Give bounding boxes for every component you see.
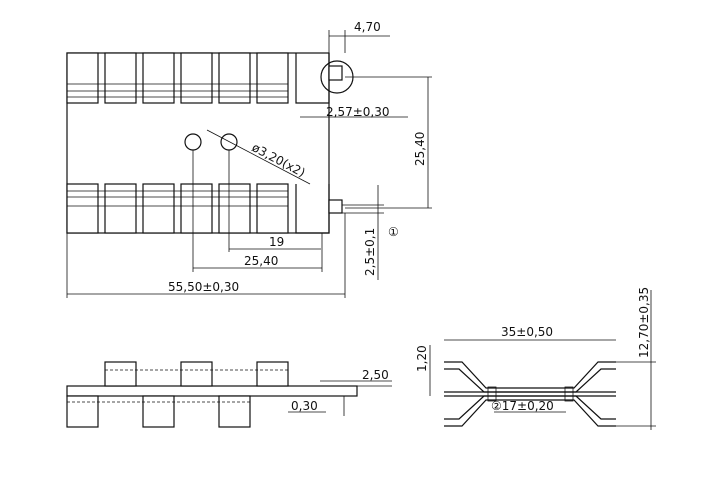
mounting-hole	[184, 133, 202, 151]
dim-fin-height: 2,50	[362, 368, 389, 382]
dim-inner-width: ②17±0,20	[491, 399, 554, 413]
upper-fins	[66, 52, 289, 104]
dim-fin-offset: 2,57±0,30	[326, 105, 390, 119]
dim-pitch-19: 19	[269, 235, 284, 249]
dim-side-height: 12,70±0,35	[637, 287, 651, 358]
dim-bend-height: 1,20	[415, 345, 429, 372]
dim-side-width: 35±0,50	[501, 325, 553, 339]
mounting-hole	[220, 133, 238, 151]
dim-total-length: 55,50±0,30	[168, 280, 239, 294]
dim-height: 25,40	[413, 132, 427, 166]
lower-fins	[66, 183, 289, 234]
dim-pitch-2540: 25,40	[244, 254, 278, 268]
dim-hole-dia: ø3,20(x2)	[250, 140, 308, 180]
front-view: 2,50 0,30	[66, 361, 392, 428]
side-view: 35±0,50 12,70±0,35 1,20 ②17±0,20	[415, 287, 656, 430]
marker-1: ①	[388, 225, 399, 239]
dim-thickness: 2,5±0,1	[363, 228, 377, 276]
dim-tab-width: 4,70	[354, 20, 381, 34]
top-view: 4,70 2,57±0,30 25,40 ø3,20(x2) 19 25,40 …	[66, 20, 432, 298]
dim-sheet-thk: 0,30	[291, 399, 318, 413]
